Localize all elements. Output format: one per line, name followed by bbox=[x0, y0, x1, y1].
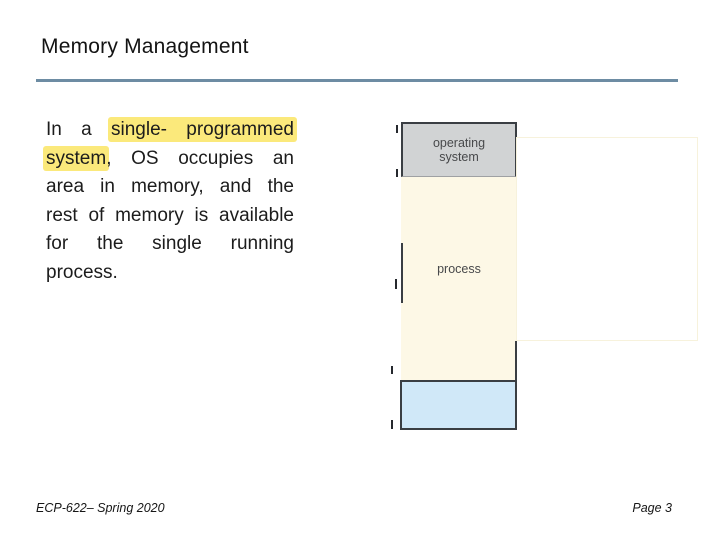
free-memory-box bbox=[400, 380, 517, 430]
body-text: , OS occupies an bbox=[106, 147, 294, 169]
body-text-line: process. bbox=[46, 259, 294, 288]
body-text-line: area in memory, and the bbox=[46, 173, 294, 202]
body-text: for the single running bbox=[46, 233, 294, 254]
os-box-label: operating system bbox=[432, 136, 486, 164]
figure-tick-mark bbox=[391, 420, 393, 429]
body-text: rest of memory is available bbox=[46, 204, 294, 226]
body-text: process. bbox=[46, 261, 118, 283]
page-title: Memory Management bbox=[41, 35, 249, 58]
figure-tick-mark bbox=[395, 279, 397, 289]
white-cover-box bbox=[516, 137, 698, 341]
process-memory-box: process bbox=[401, 177, 517, 380]
figure-tick-mark bbox=[391, 366, 393, 374]
body-text-line: rest of memory is available bbox=[46, 202, 294, 231]
body-text: In a bbox=[46, 119, 112, 140]
footer-course-label: ECP-622– Spring 2020 bbox=[36, 501, 165, 515]
title-divider-line bbox=[36, 79, 678, 82]
body-text: area in memory, and the bbox=[46, 176, 294, 197]
highlighted-text: single- programmed bbox=[108, 117, 297, 142]
highlighted-text: system bbox=[43, 145, 110, 171]
body-text-line: In a single- programmed bbox=[46, 116, 297, 145]
footer-page-number: Page 3 bbox=[632, 501, 672, 515]
process-box-label: process bbox=[437, 262, 481, 276]
body-text-line: for the single running bbox=[46, 230, 294, 259]
body-text-line: system, OS occupies an bbox=[43, 145, 294, 174]
body-text-block: In a single- programmed system, OS occup… bbox=[43, 116, 297, 288]
figure-border-segment bbox=[515, 341, 517, 380]
figure-tick-mark bbox=[396, 125, 398, 133]
os-memory-box: operating system bbox=[401, 122, 517, 177]
figure-tick-mark bbox=[396, 169, 398, 177]
figure-border-segment bbox=[401, 243, 403, 303]
